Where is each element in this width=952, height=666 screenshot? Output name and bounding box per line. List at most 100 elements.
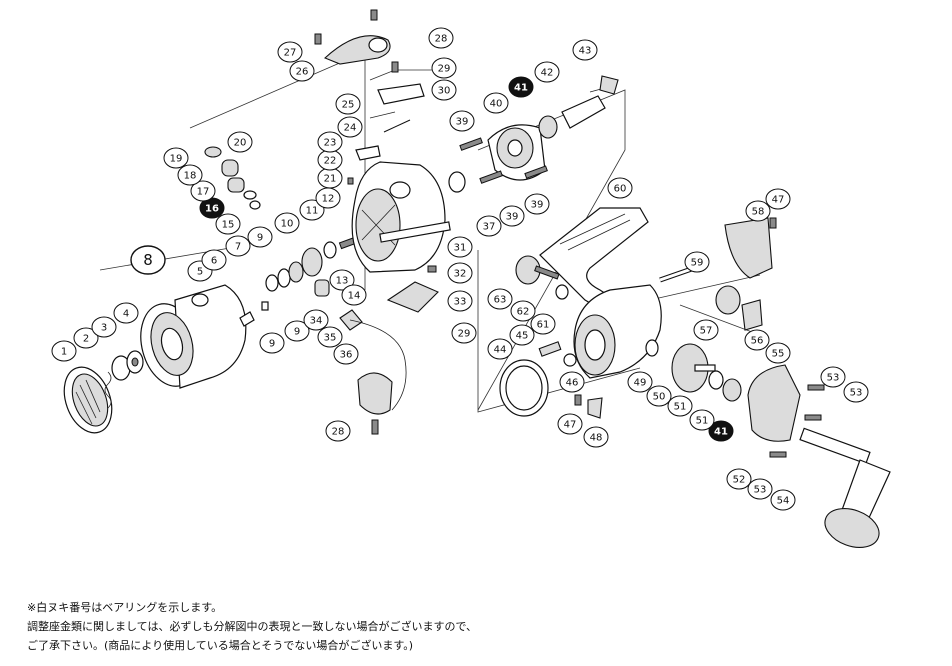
- callout-number: 39: [531, 200, 544, 211]
- callout-number: 60: [614, 184, 627, 195]
- callout-number: 24: [344, 123, 357, 134]
- drag-knob-part: [63, 366, 113, 434]
- callout-number: 34: [310, 316, 323, 327]
- callout-number: 62: [517, 307, 530, 318]
- callout-number: 1: [61, 347, 67, 358]
- callout-number: 25: [342, 100, 355, 111]
- callout-number: 56: [751, 336, 764, 347]
- callout-number: 16: [205, 204, 219, 215]
- callout-1: 1: [51, 340, 77, 362]
- callout-number: 59: [691, 258, 704, 269]
- callout-39: 39: [499, 205, 525, 227]
- callout-25: 25: [335, 93, 361, 115]
- callout-51: 51: [689, 409, 715, 431]
- callout-12: 12: [315, 187, 341, 209]
- spool-part: [140, 284, 247, 389]
- callout-26: 26: [289, 60, 315, 82]
- callout-58: 58: [745, 200, 771, 222]
- callout-48: 48: [583, 426, 609, 448]
- callout-number: 9: [269, 339, 275, 350]
- callout-3: 3: [91, 316, 117, 338]
- notes-block: ※白ヌキ番号はベアリングを示します。 調整座金類に関しましては、必ずしも分解図中…: [27, 598, 927, 655]
- callout-number: 14: [348, 291, 361, 302]
- callout-number: 53: [850, 388, 863, 399]
- callout-number: 3: [101, 323, 107, 334]
- pinion-group: [448, 75, 619, 193]
- callout-19: 19: [163, 147, 189, 169]
- callout-46: 46: [559, 371, 585, 393]
- callout-53: 53: [747, 478, 773, 500]
- callout-13: 13: [329, 269, 355, 291]
- callout-47: 47: [557, 413, 583, 435]
- callout-11: 11: [299, 199, 325, 221]
- callout-number: 49: [634, 378, 647, 389]
- callout-number: 51: [674, 402, 687, 413]
- callout-number: 28: [332, 427, 345, 438]
- callout-number: 18: [184, 171, 197, 182]
- callout-number: 55: [772, 349, 785, 360]
- callout-number: 15: [222, 220, 235, 231]
- callout-37: 37: [476, 215, 502, 237]
- callout-number: 48: [590, 433, 603, 444]
- callout-21: 21: [317, 167, 343, 189]
- callout-9: 9: [284, 320, 310, 342]
- callout-number: 41: [514, 83, 528, 94]
- callout-41: 41: [708, 420, 734, 442]
- callout-59: 59: [684, 251, 710, 273]
- callout-number: 51: [696, 416, 709, 427]
- callout-24: 24: [337, 116, 363, 138]
- callout-number: 39: [506, 212, 519, 223]
- callout-32: 32: [447, 262, 473, 284]
- callout-number: 12: [322, 194, 335, 205]
- callout-8: 8: [130, 245, 166, 275]
- callout-number: 26: [296, 67, 309, 78]
- callout-number: 9: [294, 327, 300, 338]
- callout-33: 33: [447, 290, 473, 312]
- callout-28: 28: [325, 420, 351, 442]
- callout-number: 39: [456, 117, 469, 128]
- callout-number: 11: [306, 206, 319, 217]
- callout-number: 17: [197, 187, 210, 198]
- callout-18: 18: [177, 164, 203, 186]
- callout-56: 56: [744, 329, 770, 351]
- callout-17: 17: [190, 180, 216, 202]
- callout-number: 5: [197, 267, 203, 278]
- callout-39: 39: [524, 193, 550, 215]
- callout-23: 23: [317, 131, 343, 153]
- callout-number: 7: [235, 242, 241, 253]
- callout-53: 53: [820, 366, 846, 388]
- callout-number: 21: [324, 174, 337, 185]
- callout-10: 10: [274, 212, 300, 234]
- callout-number: 53: [754, 485, 767, 496]
- callout-number: 35: [324, 333, 337, 344]
- callout-43: 43: [572, 39, 598, 61]
- callout-41: 41: [508, 76, 534, 98]
- callout-40: 40: [483, 92, 509, 114]
- callout-49: 49: [627, 371, 653, 393]
- callout-number: 13: [336, 276, 349, 287]
- callout-number: 27: [284, 48, 297, 59]
- callout-28: 28: [428, 27, 454, 49]
- callout-number: 47: [564, 420, 577, 431]
- callout-60: 60: [607, 177, 633, 199]
- callout-63: 63: [487, 288, 513, 310]
- callout-27: 27: [277, 41, 303, 63]
- callout-15: 15: [215, 213, 241, 235]
- callout-number: 42: [541, 68, 554, 79]
- callout-number: 63: [494, 295, 507, 306]
- callout-number: 23: [324, 138, 337, 149]
- callout-number: 58: [752, 207, 765, 218]
- callout-number: 32: [454, 269, 467, 280]
- callout-number: 43: [579, 46, 592, 57]
- bearing-note: ※白ヌキ番号はベアリングを示します。: [27, 601, 223, 614]
- callout-9: 9: [247, 226, 273, 248]
- callout-number: 6: [211, 256, 217, 267]
- callout-54: 54: [770, 489, 796, 511]
- callout-4: 4: [113, 302, 139, 324]
- callout-number: 33: [454, 297, 467, 308]
- callout-layer: 1234567899910111213141516171819202122232…: [51, 27, 869, 511]
- callout-number: 36: [340, 350, 353, 361]
- spool-group: [63, 236, 358, 434]
- callout-number: 50: [653, 392, 666, 403]
- callout-number: 37: [483, 222, 496, 233]
